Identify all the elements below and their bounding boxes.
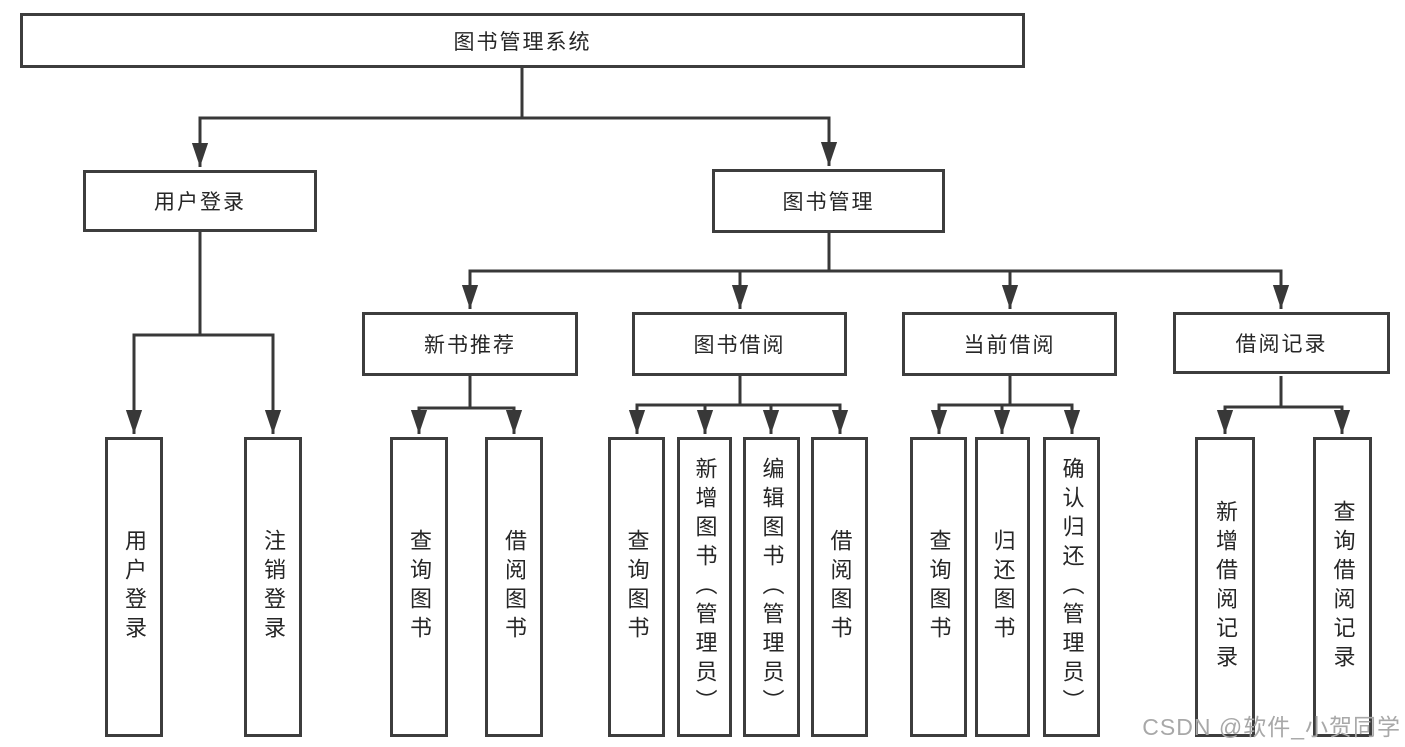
leaf-query-book-current: 查询图书 (910, 437, 967, 737)
leaf-borrow-book: 借阅图书 (811, 437, 868, 737)
node-borrow-records: 借阅记录 (1173, 312, 1390, 374)
connector-current-borrow-to-leaves (930, 376, 1081, 434)
leaf-borrow-book-recommend: 借阅图书 (485, 437, 543, 737)
leaf-user-login: 用户登录 (105, 437, 163, 737)
leaf-query-book-recommend: 查询图书 (390, 437, 448, 737)
connector-root-to-level1 (191, 68, 838, 167)
node-current-borrow: 当前借阅 (902, 312, 1117, 376)
leaf-add-borrow-record: 新增借阅记录 (1195, 437, 1255, 737)
leaf-query-book-borrow: 查询图书 (608, 437, 665, 737)
csdn-watermark: CSDN @软件_小贺同学 (1142, 714, 1401, 740)
connector-book-management-to-level2 (461, 233, 1290, 309)
node-book-borrow: 图书借阅 (632, 312, 847, 376)
node-library-management-system: 图书管理系统 (20, 13, 1025, 68)
node-new-book-recommend: 新书推荐 (362, 312, 578, 376)
leaf-confirm-return-admin: 确认归还（管理员） (1043, 437, 1100, 737)
connector-user-login-to-leaves (125, 232, 282, 434)
connector-book-borrow-to-leaves (628, 376, 849, 434)
leaf-logout-login: 注销登录 (244, 437, 302, 737)
connector-new-book-recommend-to-leaves (410, 376, 523, 434)
leaf-query-borrow-record: 查询借阅记录 (1313, 437, 1372, 737)
node-book-management: 图书管理 (712, 169, 945, 233)
connector-borrow-records-to-leaves (1216, 376, 1351, 434)
leaf-add-book-admin: 新增图书（管理员） (677, 437, 732, 737)
node-user-login: 用户登录 (83, 170, 317, 232)
leaf-return-book: 归还图书 (975, 437, 1030, 737)
leaf-edit-book-admin: 编辑图书（管理员） (743, 437, 800, 737)
